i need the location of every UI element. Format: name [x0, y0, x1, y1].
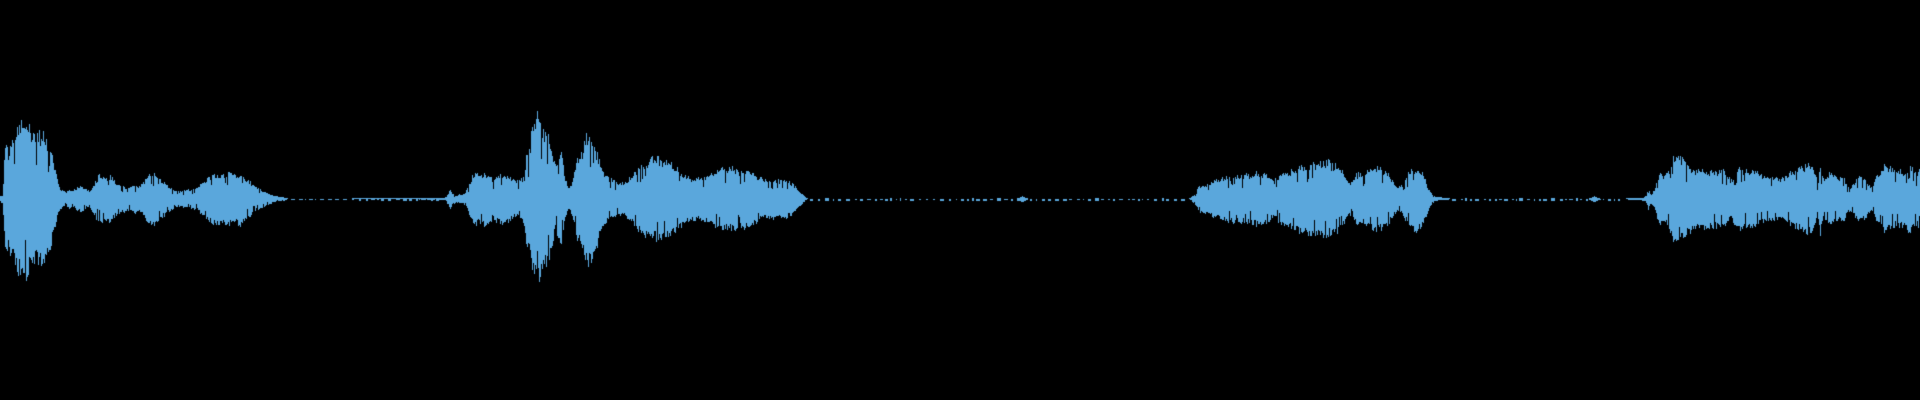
waveform-stage: [0, 0, 1920, 400]
audio-waveform-canvas[interactable]: [0, 0, 1920, 400]
